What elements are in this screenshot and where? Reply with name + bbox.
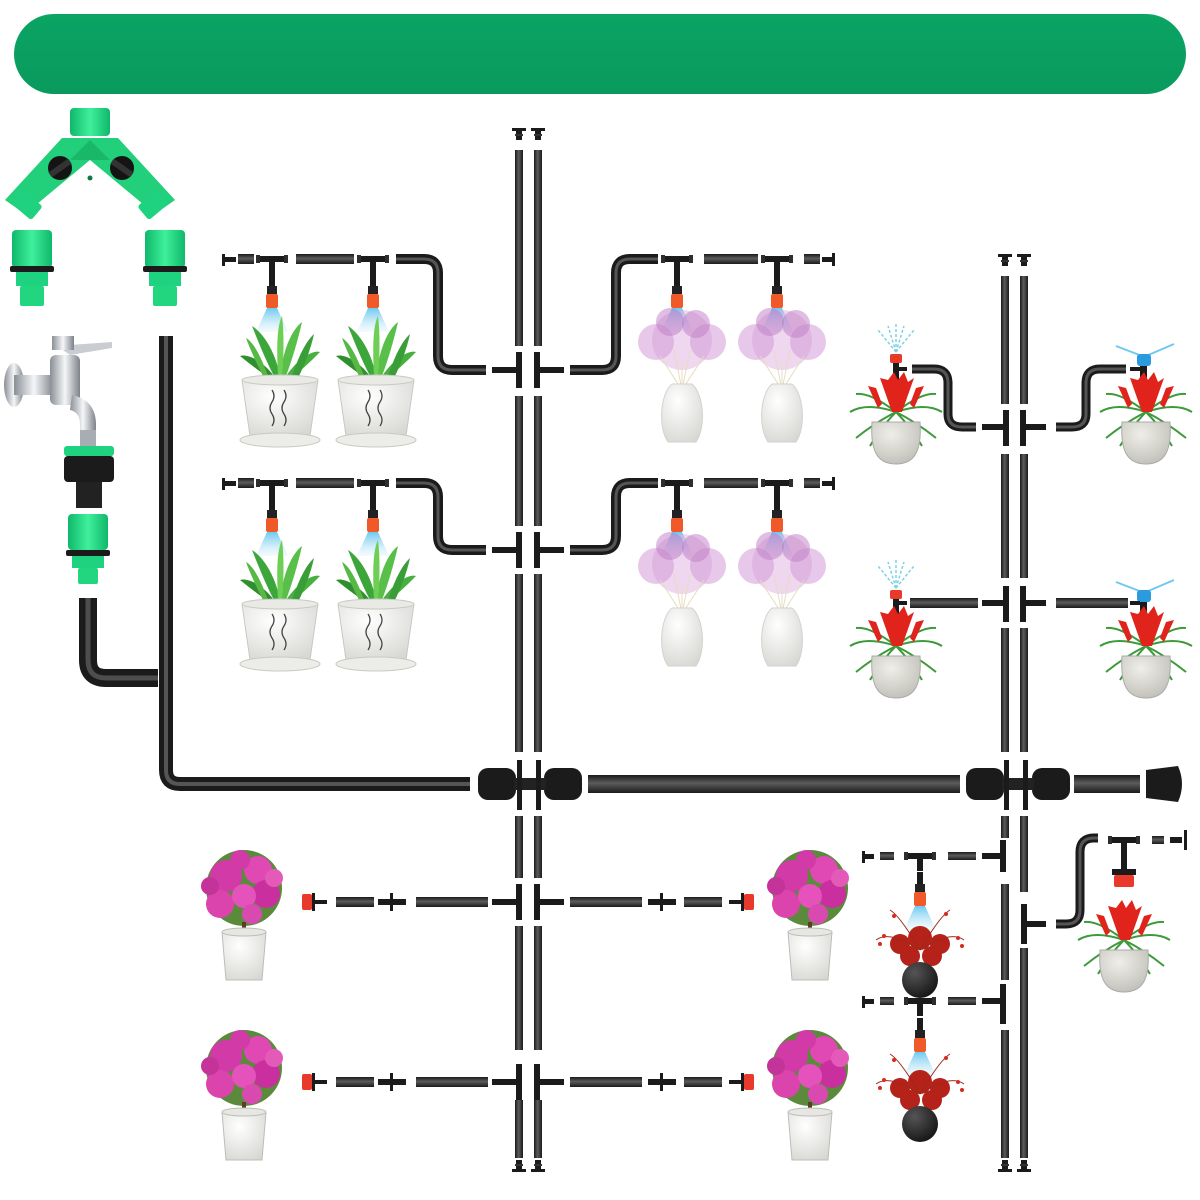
end-plug: [1146, 766, 1182, 802]
center-riser-pipes: [512, 128, 545, 1172]
bougainvillea-pot-1: [200, 849, 284, 981]
mist-nozzle-branch-2: [222, 478, 486, 556]
right-riser-pipes: [998, 254, 1031, 1172]
babys-breath-vase-3: [637, 531, 727, 667]
right-tee-row1: [982, 410, 1046, 446]
mist-nozzle-branch-4: [570, 477, 835, 556]
green-succulent-pot-2: [335, 315, 417, 448]
quick-connector-right: [143, 230, 187, 306]
banner-title: [14, 14, 1186, 94]
bromeliad-pot-2: [1099, 371, 1193, 465]
spray-pattern-icon: [877, 560, 915, 589]
faucet-adapter: [64, 446, 114, 508]
dripper-branch-2: [302, 1073, 754, 1091]
bromeliad-pot-5: [1077, 899, 1171, 993]
hose-quick-connector: [66, 514, 110, 584]
babys-breath-vase-4: [737, 531, 827, 667]
spray-pattern-icon: [877, 324, 915, 353]
center-tee-row4: [492, 1064, 564, 1100]
dripper-icon: [1114, 875, 1134, 887]
bromeliad-pot-1: [849, 371, 943, 465]
dripper-branch-1: [302, 893, 754, 911]
center-tee-row1: [492, 352, 564, 388]
babys-breath-vase-2: [737, 307, 827, 443]
mist-nozzle-branch-6: [862, 984, 1006, 1076]
mist-nozzle-branch-1: [222, 254, 486, 375]
bougainvillea-pot-2: [766, 849, 850, 981]
dripper-branch-3: [1021, 830, 1187, 944]
quick-connector-left: [10, 230, 54, 306]
babys-breath-vase-1: [637, 307, 727, 443]
green-succulent-pot-4: [335, 539, 417, 672]
y-splitter-valve: [5, 108, 175, 220]
bougainvillea-pot-3: [200, 1029, 284, 1161]
main-feed-pipe: [79, 336, 1140, 793]
bougainvillea-pot-4: [766, 1029, 850, 1161]
green-succulent-pot-3: [239, 539, 321, 672]
center-tee-row2: [492, 532, 564, 568]
bromeliad-pot-4: [1099, 605, 1193, 699]
main-tee-connector-2: [966, 760, 1070, 810]
right-tee-row2: [982, 586, 1046, 622]
center-tee-row3: [492, 884, 564, 920]
bromeliad-pot-3: [849, 605, 943, 699]
mist-nozzle-branch-3: [570, 253, 835, 375]
header-banner: [14, 14, 1186, 94]
faucet: [4, 336, 112, 446]
mist-nozzle-branch-5: [862, 840, 1006, 930]
main-tee-connector-1: [478, 760, 582, 810]
green-succulent-pot-1: [239, 315, 321, 448]
